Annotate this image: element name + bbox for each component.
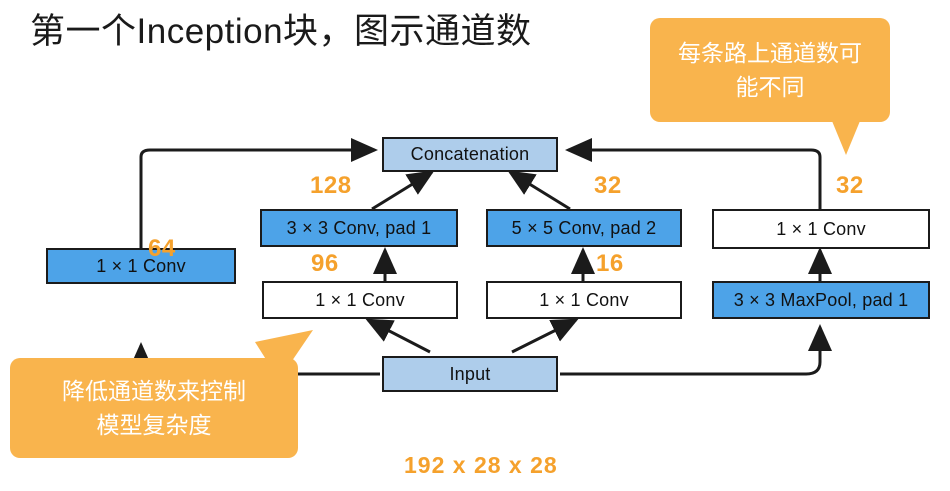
callout-reduce-note-tail (255, 330, 313, 380)
node-branch4-pool[interactable]: 3 × 3 MaxPool, pad 1 (712, 281, 930, 319)
node-branch2-reduce[interactable]: 1 × 1 Conv (262, 281, 458, 319)
node-branch1-conv[interactable]: 1 × 1 Conv (46, 248, 236, 284)
node-branch3-conv[interactable]: 5 × 5 Conv, pad 2 (486, 209, 682, 247)
page-title: 第一个Inception块，图示通道数 (30, 12, 532, 51)
node-branch3-reduce[interactable]: 1 × 1 Conv (486, 281, 682, 319)
callout-reduce-note: 降低通道数来控制 模型复杂度 (10, 358, 298, 458)
channel-label-branch2-out: 128 (310, 172, 352, 199)
channel-label-branch2-mid: 96 (311, 250, 339, 277)
node-concatenation[interactable]: Concatenation (382, 137, 558, 172)
node-branch2-conv[interactable]: 3 × 3 Conv, pad 1 (260, 209, 458, 247)
channel-label-branch3-out: 32 (594, 172, 622, 199)
channel-label-branch3-mid: 16 (596, 250, 624, 277)
callout-reduce-note-line2: 模型复杂度 (96, 412, 212, 438)
callout-paths-note-line2: 能不同 (735, 74, 805, 100)
callout-paths-note-tail (832, 121, 860, 155)
callout-paths-note-line1: 每条路上通道数可 (678, 40, 862, 66)
callout-paths-note: 每条路上通道数可 能不同 (650, 18, 890, 122)
callout-reduce-note-line1: 降低通道数来控制 (62, 378, 246, 404)
input-shape-caption: 192 x 28 x 28 (404, 452, 558, 478)
channel-label-branch4-out: 32 (836, 172, 864, 199)
node-input[interactable]: Input (382, 356, 558, 392)
node-branch4-conv[interactable]: 1 × 1 Conv (712, 209, 930, 249)
channel-label-branch1: 64 (148, 235, 176, 262)
